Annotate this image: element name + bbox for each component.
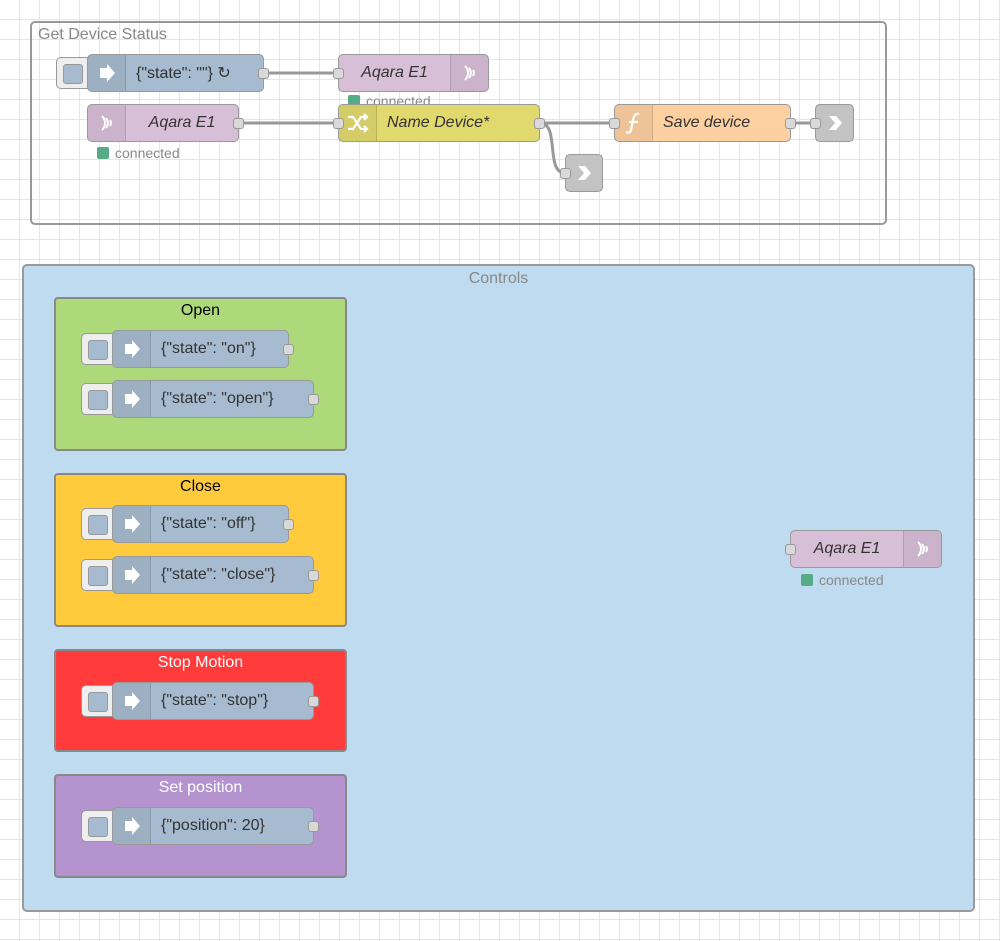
debug-icon	[816, 105, 853, 141]
group-open[interactable]: Open	[54, 297, 347, 451]
output-port[interactable]	[308, 696, 319, 707]
node-label: {"state": "open"}	[161, 390, 274, 407]
node-label: Name Device*	[387, 114, 490, 131]
inject-node-position[interactable]: {"position": 20}	[112, 807, 319, 845]
arrow-in-icon	[113, 683, 151, 719]
output-port[interactable]	[785, 118, 796, 129]
arrow-in-icon	[113, 557, 151, 593]
debug-node[interactable]	[560, 154, 603, 192]
arrow-in-icon	[88, 55, 126, 91]
node-label: {"state": "on"}	[161, 340, 256, 357]
debug-node[interactable]	[810, 104, 854, 142]
function-node-save-device[interactable]: Save device	[609, 104, 796, 142]
inject-button-icon	[63, 64, 83, 84]
output-port[interactable]	[534, 118, 545, 129]
inject-trigger-button[interactable]	[81, 810, 117, 842]
change-node-name-device[interactable]: Name Device*	[333, 104, 545, 142]
arrow-in-icon	[113, 381, 151, 417]
inject-node-state-status[interactable]: {"state": ""} ↻	[87, 54, 269, 92]
zigbee-icon	[88, 105, 126, 141]
inject-trigger-button[interactable]	[81, 685, 117, 717]
node-label: {"position": 20}	[161, 817, 265, 834]
node-label: {"state": ""} ↻	[136, 65, 231, 82]
group-label: Close	[180, 478, 221, 495]
inject-button-icon	[88, 390, 108, 410]
output-port[interactable]	[308, 821, 319, 832]
input-port[interactable]	[560, 168, 571, 179]
output-port[interactable]	[283, 519, 294, 530]
node-label: {"state": "close"}	[161, 566, 276, 583]
node-label: Aqara E1	[361, 64, 428, 81]
function-icon	[615, 105, 653, 141]
group-get-device-status[interactable]: Get Device Status	[30, 21, 887, 225]
debug-icon	[566, 155, 602, 191]
status-dot-icon	[97, 147, 109, 159]
inject-button-icon	[88, 817, 108, 837]
inject-trigger-button[interactable]	[81, 333, 117, 365]
node-status: connected	[97, 145, 180, 161]
input-port[interactable]	[333, 68, 344, 79]
arrow-in-icon	[113, 506, 151, 542]
output-port[interactable]	[283, 344, 294, 355]
zigbee-in-node[interactable]: Aqara E1	[87, 104, 244, 142]
zigbee-out-node-top[interactable]: Aqara E1	[333, 54, 489, 92]
input-port[interactable]	[810, 118, 821, 129]
zigbee-out-node-controls[interactable]: Aqara E1	[785, 530, 942, 568]
inject-node-state-off[interactable]: {"state": "off"}	[112, 505, 294, 543]
status-text: connected	[819, 572, 884, 588]
output-port[interactable]	[258, 68, 269, 79]
group-label: Get Device Status	[38, 26, 167, 43]
input-port[interactable]	[609, 118, 620, 129]
inject-node-state-open[interactable]: {"state": "open"}	[112, 380, 319, 418]
status-dot-icon	[801, 574, 813, 586]
output-port[interactable]	[308, 570, 319, 581]
inject-button-icon	[88, 340, 108, 360]
group-label: Open	[180, 302, 221, 319]
node-label: Aqara E1	[813, 540, 881, 557]
arrow-in-icon	[113, 808, 151, 844]
inject-button-icon	[88, 515, 108, 535]
group-label: Controls	[468, 270, 529, 287]
status-text: connected	[115, 145, 180, 161]
group-label: Set position	[158, 779, 243, 796]
zigbee-icon	[903, 531, 941, 567]
input-port[interactable]	[785, 544, 796, 555]
node-label: Save device	[663, 114, 751, 131]
inject-node-state-on[interactable]: {"state": "on"}	[112, 330, 294, 368]
group-label: Stop Motion	[157, 654, 244, 671]
inject-button-icon	[88, 692, 108, 712]
node-label: Aqara E1	[148, 114, 216, 131]
inject-button-icon	[88, 566, 108, 586]
wire	[539, 121, 566, 175]
inject-trigger-button[interactable]	[81, 508, 117, 540]
zigbee-icon	[450, 55, 488, 91]
node-label: {"state": "stop"}	[161, 692, 269, 709]
inject-node-state-close[interactable]: {"state": "close"}	[112, 556, 319, 594]
output-port[interactable]	[233, 118, 244, 129]
node-label: {"state": "off"}	[161, 515, 256, 532]
input-port[interactable]	[333, 118, 344, 129]
shuffle-icon	[339, 105, 377, 141]
group-close[interactable]: Close	[54, 473, 347, 627]
arrow-in-icon	[113, 331, 151, 367]
inject-node-state-stop[interactable]: {"state": "stop"}	[112, 682, 319, 720]
output-port[interactable]	[308, 394, 319, 405]
inject-trigger-button[interactable]	[56, 57, 92, 89]
inject-trigger-button[interactable]	[81, 383, 117, 415]
node-status: connected	[801, 572, 884, 588]
